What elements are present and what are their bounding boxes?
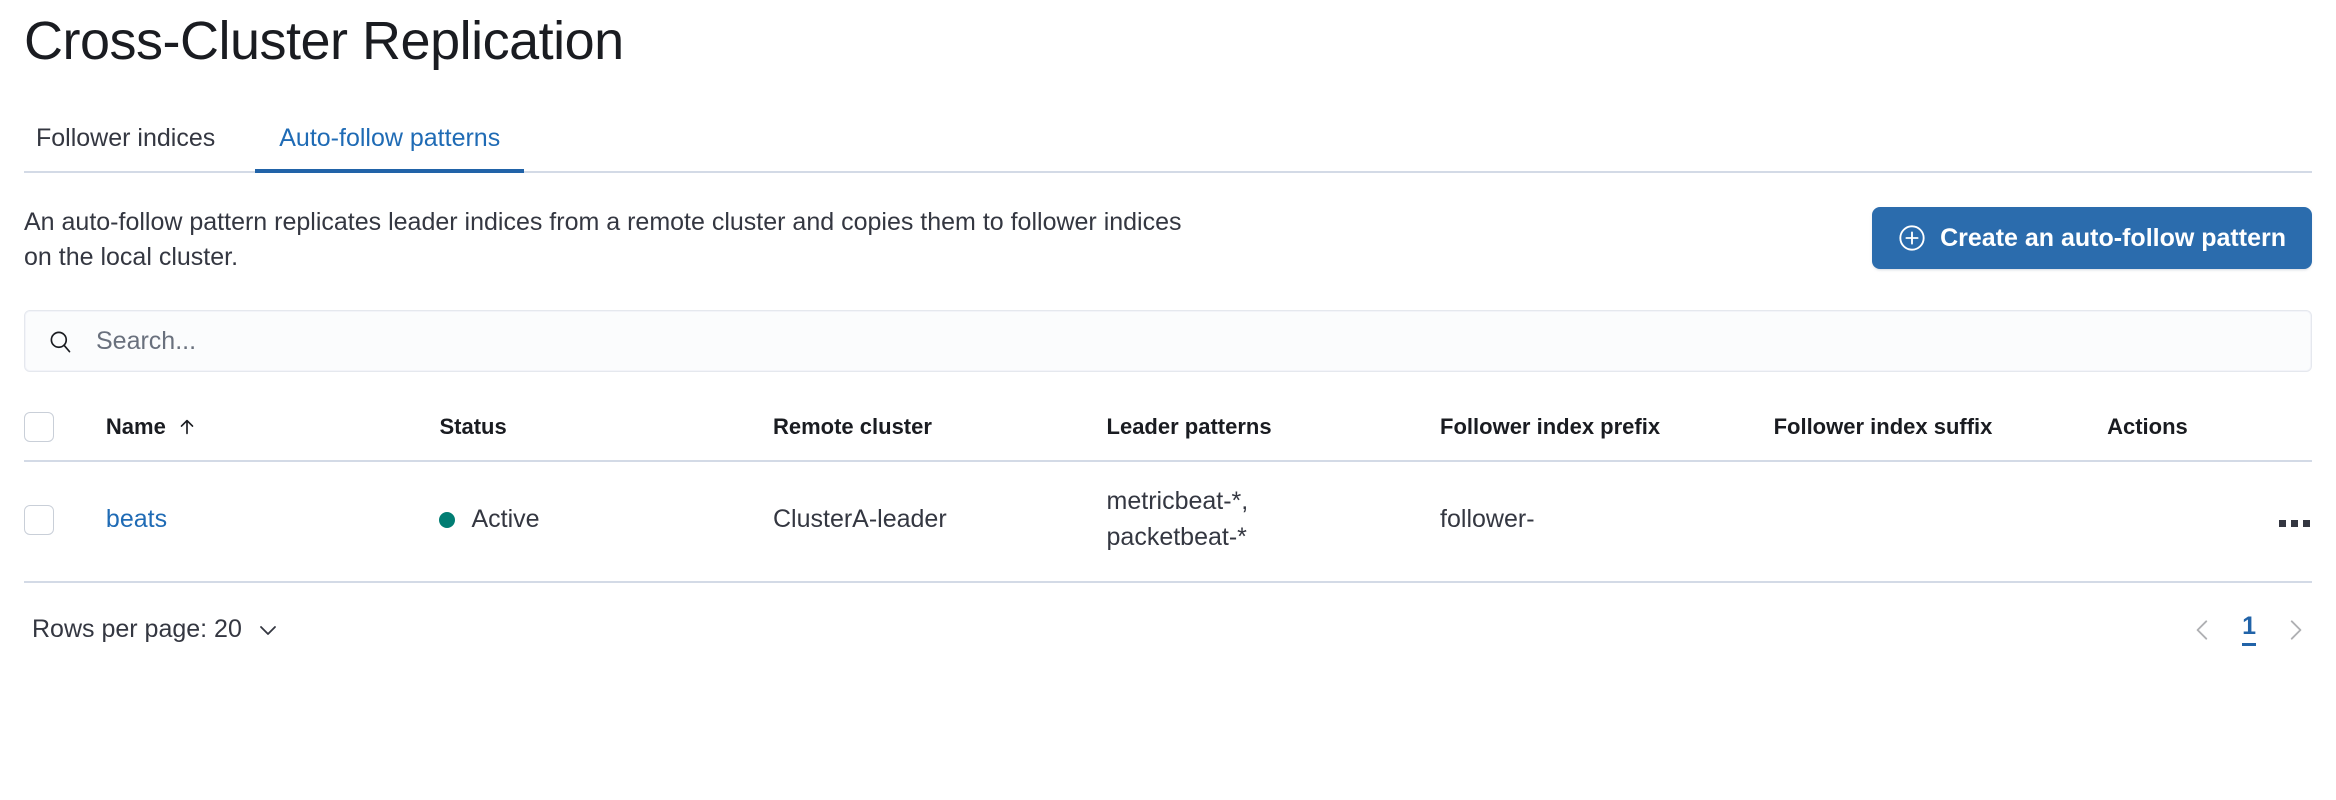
cell-follower-index-suffix (1773, 461, 2108, 584)
tab-follower-indices[interactable]: Follower indices (24, 126, 247, 171)
rows-per-page-select[interactable]: Rows per page: 20 (24, 615, 288, 644)
table-footer: Rows per page: 20 1 (24, 613, 2312, 646)
chevron-right-icon[interactable] (2282, 617, 2308, 643)
column-header-follower-index-prefix[interactable]: Follower index prefix (1440, 400, 1774, 463)
rows-per-page-label: Rows per page: 20 (32, 615, 242, 644)
cell-name: beats (105, 461, 440, 584)
chevron-left-icon[interactable] (2190, 617, 2216, 643)
description-text: An auto-follow pattern replicates leader… (24, 208, 1182, 271)
status-dot-icon (439, 511, 456, 528)
select-all-checkbox[interactable] (24, 412, 54, 443)
select-all-header (24, 400, 106, 463)
column-header-follower-index-suffix[interactable]: Follower index suffix (1773, 400, 2108, 463)
row-select-cell (24, 461, 106, 584)
column-header-name-label: Name (105, 414, 166, 440)
chevron-down-icon (256, 618, 280, 642)
search-input[interactable] (94, 311, 2289, 372)
leader-pattern-item: metricbeat-*, (1106, 487, 1249, 516)
auto-follow-patterns-table: Name Status Remote cluster Leader patter… (24, 400, 2312, 584)
cell-status: Active (439, 461, 773, 584)
leader-pattern-item: packetbeat-* (1106, 522, 1247, 551)
column-header-leader-patterns[interactable]: Leader patterns (1106, 400, 1441, 463)
create-auto-follow-pattern-button[interactable]: Create an auto-follow pattern (1872, 207, 2312, 270)
cell-actions (2107, 461, 2312, 584)
description-row: An auto-follow pattern replicates leader… (24, 205, 2312, 274)
table-row: beats Active ClusterA-leader metricbeat-… (24, 461, 2312, 584)
page-title: Cross-Cluster Replication (24, 11, 624, 71)
create-button-label: Create an auto-follow pattern (1940, 223, 2286, 252)
pagination: 1 (2190, 613, 2312, 646)
cell-follower-index-prefix: follower- (1440, 461, 1774, 584)
column-header-name[interactable]: Name (105, 400, 440, 463)
table-header-row: Name Status Remote cluster Leader patter… (24, 400, 2312, 463)
status-badge: Active (439, 505, 540, 534)
plus-in-circle-icon (1898, 224, 1926, 252)
kebab-menu-icon[interactable] (2277, 514, 2312, 533)
status-label: Active (471, 505, 540, 534)
page-number-1[interactable]: 1 (2242, 613, 2256, 646)
cell-leader-patterns: metricbeat-*, packetbeat-* (1106, 461, 1441, 584)
tab-auto-follow-patterns[interactable]: Auto-follow patterns (247, 126, 532, 174)
column-header-remote-cluster[interactable]: Remote cluster (772, 400, 1107, 463)
column-header-status[interactable]: Status (439, 400, 773, 463)
search-bar[interactable] (24, 310, 2312, 373)
cell-remote-cluster: ClusterA-leader (772, 461, 1107, 584)
search-icon (47, 328, 74, 355)
arrow-up-icon (176, 416, 198, 438)
row-select-checkbox[interactable] (24, 505, 54, 536)
column-header-actions: Actions (2107, 400, 2312, 463)
pattern-name-link[interactable]: beats (105, 505, 168, 534)
tab-bar: Follower indices Auto-follow patterns (24, 111, 2312, 174)
